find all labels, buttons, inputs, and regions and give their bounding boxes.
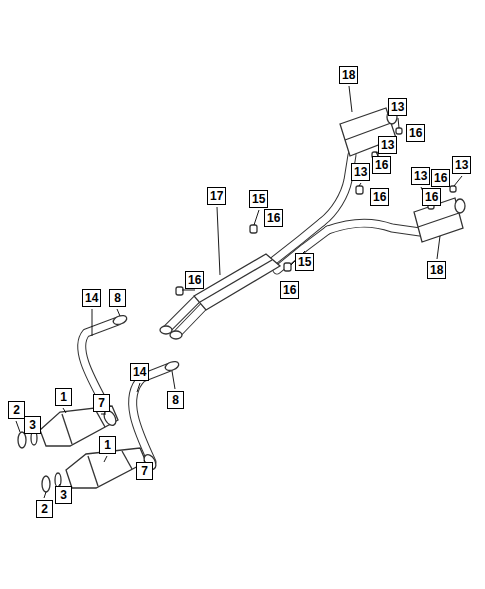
callout-number: 16 [422,188,441,206]
callout-number: 3 [55,486,72,504]
callout-number: 3 [24,416,41,434]
callout-number: 16 [406,124,425,142]
callout-number: 7 [93,394,110,412]
callout-number: 13 [388,98,407,116]
callout-number: 16 [280,281,299,299]
callout-number: 16 [372,156,391,174]
callout-number: 16 [431,169,450,187]
callout-number: 13 [411,167,430,185]
callout-number: 17 [207,187,226,205]
callout-number: 2 [36,500,53,518]
callout-number: 2 [8,401,25,419]
callout-number: 13 [351,163,370,181]
callout-number: 16 [370,188,389,206]
callout-number: 15 [295,253,314,271]
callout-number: 18 [427,261,446,279]
callout-number: 14 [130,363,149,381]
callout-number: 16 [264,209,283,227]
callout-number: 14 [82,289,101,307]
callout-number: 18 [339,66,358,84]
callout-number: 13 [452,156,471,174]
callout-number: 15 [249,190,268,208]
callout-number: 1 [99,436,116,454]
callout-number: 1 [55,388,72,406]
callout-number: 8 [109,289,126,307]
callout-number: 8 [167,391,184,409]
callout-number: 13 [378,136,397,154]
callout-number: 16 [185,271,204,289]
callout-number: 7 [136,462,153,480]
